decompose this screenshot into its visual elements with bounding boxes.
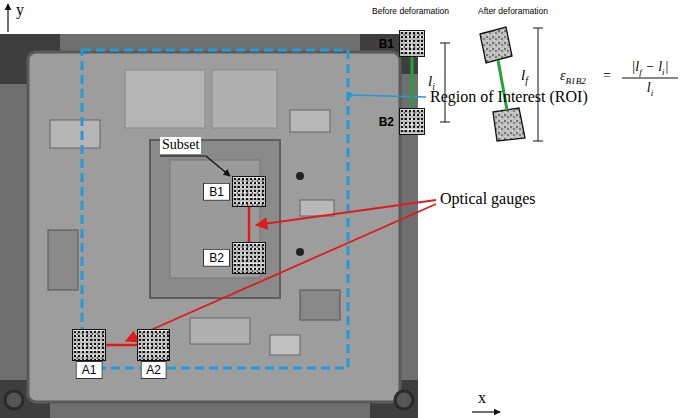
x-axis-arrow xyxy=(472,411,500,412)
subset-label: B2 xyxy=(203,249,230,267)
component xyxy=(48,230,78,290)
chip xyxy=(150,140,280,298)
dimension-tick xyxy=(533,141,543,142)
component xyxy=(270,335,300,355)
fraction-denominator: li xyxy=(647,80,653,99)
subset-label: B2 xyxy=(379,114,394,128)
inset-heading: Before deforamation xyxy=(372,6,449,16)
component xyxy=(290,110,330,132)
deformed-subset xyxy=(493,108,525,141)
equals-sign: = xyxy=(603,68,611,85)
dimension-tick xyxy=(533,28,543,29)
optical-gauge-line xyxy=(248,207,251,242)
roi-leader-dot xyxy=(348,93,353,98)
fraction-bar xyxy=(622,78,678,79)
axis-label: x xyxy=(478,388,486,407)
gauge-leader xyxy=(126,204,436,341)
inset-subset-box: B2 xyxy=(399,108,425,135)
deformed-subset xyxy=(480,27,512,63)
callout-label: Subset xyxy=(160,137,201,154)
axis-label: y xyxy=(16,0,24,19)
subset-label: A1 xyxy=(76,361,103,379)
component xyxy=(50,120,100,148)
callout-label: Optical gauges xyxy=(440,189,536,208)
subset-label: B1 xyxy=(379,36,394,50)
screw xyxy=(395,391,413,409)
optical-gauge-line xyxy=(106,344,137,347)
subset-label: B1 xyxy=(203,182,230,200)
component xyxy=(190,318,250,344)
pad xyxy=(212,70,277,128)
gauge-leader xyxy=(256,200,436,225)
dimension-line xyxy=(538,28,539,141)
subset-box: A2 xyxy=(137,329,170,361)
inset-heading: After deforamation xyxy=(478,6,548,16)
subset-underline xyxy=(160,156,206,157)
subset-leader xyxy=(206,156,230,176)
roi-outline xyxy=(82,50,348,368)
pad xyxy=(125,70,205,128)
y-axis-arrow xyxy=(7,4,8,32)
inset-subset-box: B1 xyxy=(399,30,425,57)
dimension-tick xyxy=(440,43,450,44)
via-hole xyxy=(296,172,304,180)
photo-ground xyxy=(0,34,418,418)
strain-symbol: εB1B2 xyxy=(560,68,586,87)
subset-box: A1 xyxy=(72,329,106,361)
fraction-numerator: |lf − li| xyxy=(631,59,668,78)
roi-leader xyxy=(350,95,426,97)
dimension-line xyxy=(445,43,446,122)
via-hole xyxy=(296,248,304,256)
length-label: lf xyxy=(521,66,528,87)
inset-gauge-line xyxy=(411,57,414,108)
dimension-tick xyxy=(440,122,450,123)
component xyxy=(300,200,334,216)
screw xyxy=(5,391,23,409)
board xyxy=(28,52,400,402)
subset-box: B1 xyxy=(232,176,266,207)
component xyxy=(300,290,340,320)
roi-label: Region of Interest (ROI) xyxy=(430,87,588,106)
subset-label: A2 xyxy=(140,361,167,379)
subset-box: B2 xyxy=(232,242,266,274)
